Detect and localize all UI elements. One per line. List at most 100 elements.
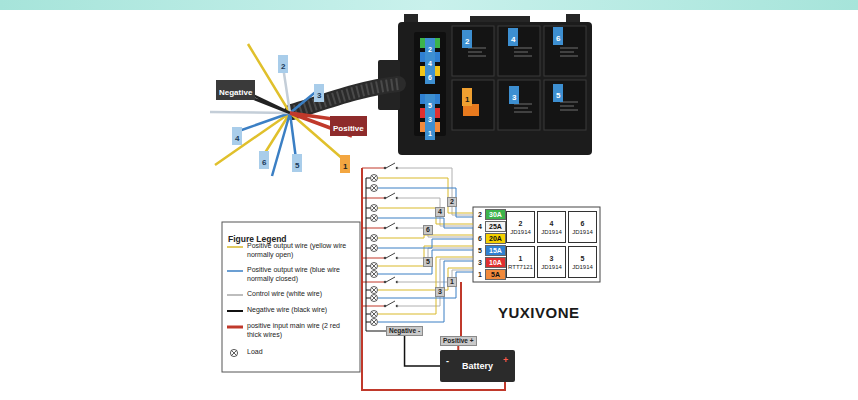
legend-box <box>222 222 360 372</box>
fuse-label: 515A <box>476 245 506 256</box>
callout-number: 6 <box>556 34 560 43</box>
relay-box: 4JD1914 <box>537 211 566 243</box>
relay <box>498 80 540 130</box>
wire-number: 3 <box>317 91 321 100</box>
terminal-sign: + <box>503 355 508 365</box>
fuse-callout: 6 <box>428 74 432 81</box>
wire-number: 2 <box>281 62 285 71</box>
fuse-number: 2 <box>476 210 484 219</box>
callout-number-holder: 3 <box>509 86 519 104</box>
relay-model: JD1914 <box>510 228 531 236</box>
legend-row: Negative wire (black wire) <box>227 306 357 315</box>
load-cross <box>372 176 377 325</box>
tag-number: 3 <box>438 288 442 295</box>
fuse-label: 15A <box>476 269 506 280</box>
legend-sample <box>227 348 243 358</box>
wire-sample <box>227 270 243 272</box>
fuse-rating: 5A <box>485 269 506 280</box>
tag-number: 4 <box>438 208 442 215</box>
red-main-wire <box>460 282 462 336</box>
callout-number: 1 <box>465 95 469 104</box>
relay-model: JD1914 <box>572 228 593 236</box>
legend-sample <box>227 306 243 316</box>
wire-tag: 3 <box>435 287 445 297</box>
terminal-tag: Positive + <box>440 336 477 346</box>
relay-box: 3JD1914 <box>537 246 566 278</box>
battery-text: Battery <box>462 361 493 371</box>
wire-label-holder: Positive <box>330 116 367 136</box>
control-wire <box>397 168 473 306</box>
relay-box: 5JD1914 <box>568 246 597 278</box>
fuse-callout-holder: 6 <box>425 66 435 84</box>
load-symbol <box>230 349 237 356</box>
negative-wire <box>366 178 388 331</box>
relay <box>544 26 586 76</box>
tag-number: 1 <box>450 278 454 285</box>
wire-number-holder: 6 <box>259 151 269 169</box>
fuse-rating: 15A <box>485 245 506 256</box>
fuse-label: 310A <box>476 257 506 268</box>
fuse-number: 3 <box>476 258 484 267</box>
brand-name-holder: YUXIVONE <box>498 304 580 322</box>
callout-number: 2 <box>465 37 469 46</box>
wire-number-holder: 3 <box>314 84 324 102</box>
callout-number: 4 <box>511 35 515 44</box>
legend-text: Negative wire (black wire) <box>247 306 355 315</box>
fuse-rating: 30A <box>485 209 506 220</box>
load-symbols <box>371 175 378 326</box>
wire-tag: 1 <box>447 277 457 287</box>
wire-number-holder: 2 <box>278 55 288 73</box>
wire-tag: 4 <box>435 207 445 217</box>
legend-row: Positive output wire (yellow wire normal… <box>227 242 357 259</box>
callout-number: 5 <box>556 91 560 100</box>
relay-box: 2JD1914 <box>506 211 535 243</box>
wire-number-holder: 1 <box>340 155 350 173</box>
legend-sample <box>227 322 243 332</box>
legend-text: positive input main wire (2 red thick wi… <box>247 322 355 339</box>
wire-tag: 2 <box>447 197 457 207</box>
relay-model: RTT7121 <box>508 263 533 271</box>
tag-number: 6 <box>426 226 430 233</box>
fuse-number: 1 <box>476 270 484 279</box>
wire-sample <box>227 246 243 248</box>
callout-number-holder: 6 <box>553 27 563 45</box>
wire-number: 4 <box>235 134 239 143</box>
relay-box: 6JD1914 <box>568 211 597 243</box>
switch-contact <box>385 168 397 306</box>
relay-model: JD1914 <box>572 263 593 271</box>
relay-number: 4 <box>550 219 554 228</box>
legend-row: Load <box>227 348 357 357</box>
wire-label: Negative <box>219 88 252 97</box>
fuse-callout-holder: 1 <box>425 122 435 140</box>
tag-text: Positive + <box>443 337 474 344</box>
relay-number: 3 <box>550 254 554 263</box>
connector-wire <box>405 336 440 366</box>
fuse-number: 5 <box>476 246 484 255</box>
relay-number: 5 <box>581 254 585 263</box>
terminal-sign: - <box>446 356 449 366</box>
relay-number: 1 <box>519 254 523 263</box>
legend-row: Control wire (white wire) <box>227 290 357 299</box>
wire-number: 1 <box>343 162 347 171</box>
relay-model: JD1914 <box>541 228 562 236</box>
legend-text: Positive output wire (yellow wire normal… <box>247 242 355 259</box>
wire-number: 5 <box>295 161 299 170</box>
legend-row: positive input main wire (2 red thick wi… <box>227 322 357 339</box>
load-cross <box>232 351 237 356</box>
relay <box>452 26 494 76</box>
callout-number-holder: 5 <box>553 84 563 102</box>
fuse-rating: 20A <box>485 233 506 244</box>
switch-blade <box>386 163 395 306</box>
wire-sample <box>227 310 243 312</box>
wire-tag: 6 <box>423 225 433 235</box>
relay-print <box>468 48 578 112</box>
fuse-label: 230A <box>476 209 506 220</box>
callout-number-holder: 1 <box>462 88 472 106</box>
battery-box: Battery <box>440 350 515 382</box>
tag-number: 5 <box>426 258 430 265</box>
wire-number: 6 <box>262 158 266 167</box>
relay-box: 1RTT7121 <box>506 246 535 278</box>
wire-sample <box>227 294 243 296</box>
terminal-sign-holder: + <box>503 349 508 367</box>
